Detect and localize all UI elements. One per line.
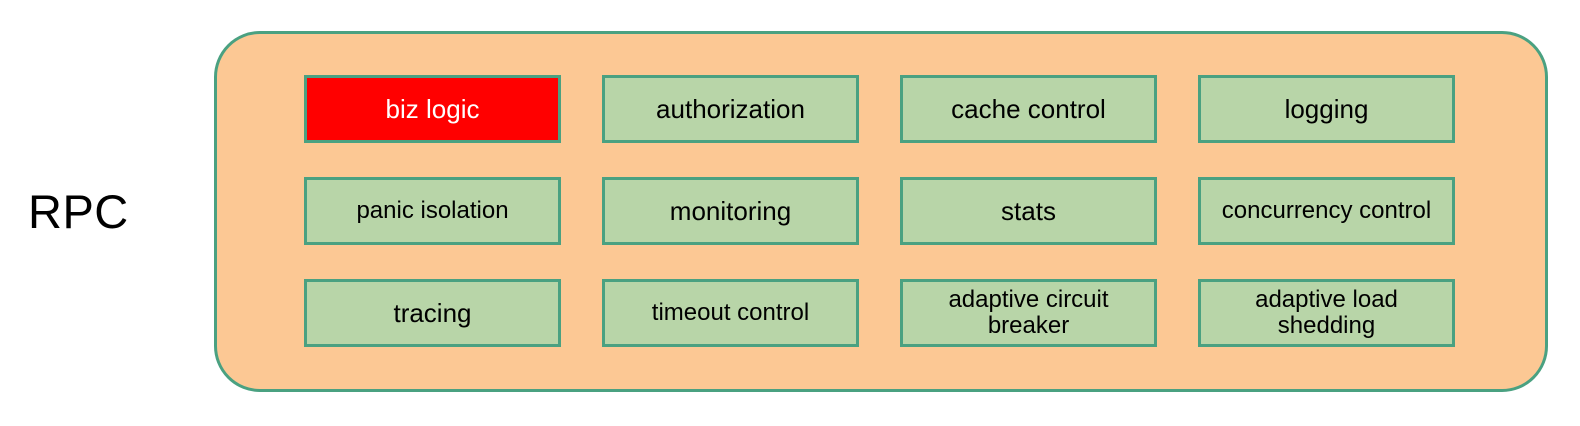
rpc-container: biz logic authorization cache control loggi… xyxy=(214,31,1548,392)
middleware-box-label: concurrency control xyxy=(1221,197,1432,225)
middleware-box[interactable]: monitoring xyxy=(602,177,859,245)
middleware-grid: biz logic authorization cache control loggi… xyxy=(304,75,1460,347)
middleware-box[interactable]: timeout control xyxy=(602,279,859,347)
middleware-box-label: adaptive circuit breaker xyxy=(948,286,1109,339)
middleware-box-label: timeout control xyxy=(651,299,810,327)
middleware-box-label: stats xyxy=(1001,195,1056,226)
middleware-box-label: logging xyxy=(1284,93,1369,124)
middleware-box-label: authorization xyxy=(656,93,805,124)
middleware-box[interactable]: stats xyxy=(900,177,1157,245)
middleware-box[interactable]: biz logic xyxy=(304,75,561,143)
middleware-box[interactable]: panic isolation xyxy=(304,177,561,245)
middleware-box[interactable]: tracing xyxy=(304,279,561,347)
middleware-box[interactable]: logging xyxy=(1198,75,1455,143)
middleware-box-label: panic isolation xyxy=(356,197,509,225)
middleware-box[interactable]: adaptive circuit breaker xyxy=(900,279,1157,347)
middleware-box-label: monitoring xyxy=(669,195,792,226)
middleware-box-label: cache control xyxy=(951,93,1106,124)
middleware-box[interactable]: adaptive load shedding xyxy=(1198,279,1455,347)
middleware-box[interactable]: authorization xyxy=(602,75,859,143)
middleware-box-label: adaptive load shedding xyxy=(1255,286,1398,339)
rpc-label: RPC xyxy=(28,185,129,238)
middleware-box[interactable]: cache control xyxy=(900,75,1157,143)
middleware-box-label: tracing xyxy=(393,297,472,328)
middleware-box[interactable]: concurrency control xyxy=(1198,177,1455,245)
middleware-box-label: biz logic xyxy=(385,93,480,124)
